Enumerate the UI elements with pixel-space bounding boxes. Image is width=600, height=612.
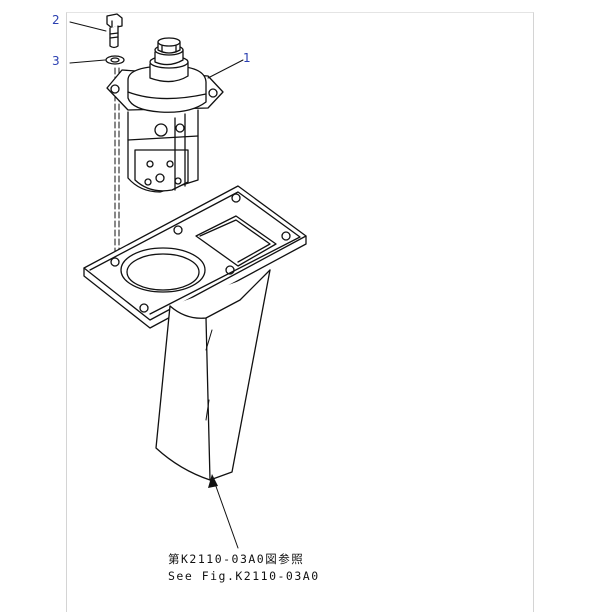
drawing-frame [66,12,534,612]
callout-3[interactable]: 3 [52,54,60,68]
callout-1[interactable]: 1 [243,51,251,65]
washer-part-3 [105,55,125,65]
leader-line-2 [69,21,107,32]
bolt-part-2 [106,13,123,49]
mounting-plate [83,185,307,329]
caption-japanese: 第K2110-03A0図参照 [168,552,305,566]
leader-line-3 [69,59,106,64]
duct [155,269,271,481]
callout-2[interactable]: 2 [52,13,60,27]
reference-arrow [208,474,239,549]
valve-assembly-part-1 [106,37,224,193]
leader-line-1 [207,59,244,79]
caption-english: See Fig.K2110-03A0 [168,569,320,583]
